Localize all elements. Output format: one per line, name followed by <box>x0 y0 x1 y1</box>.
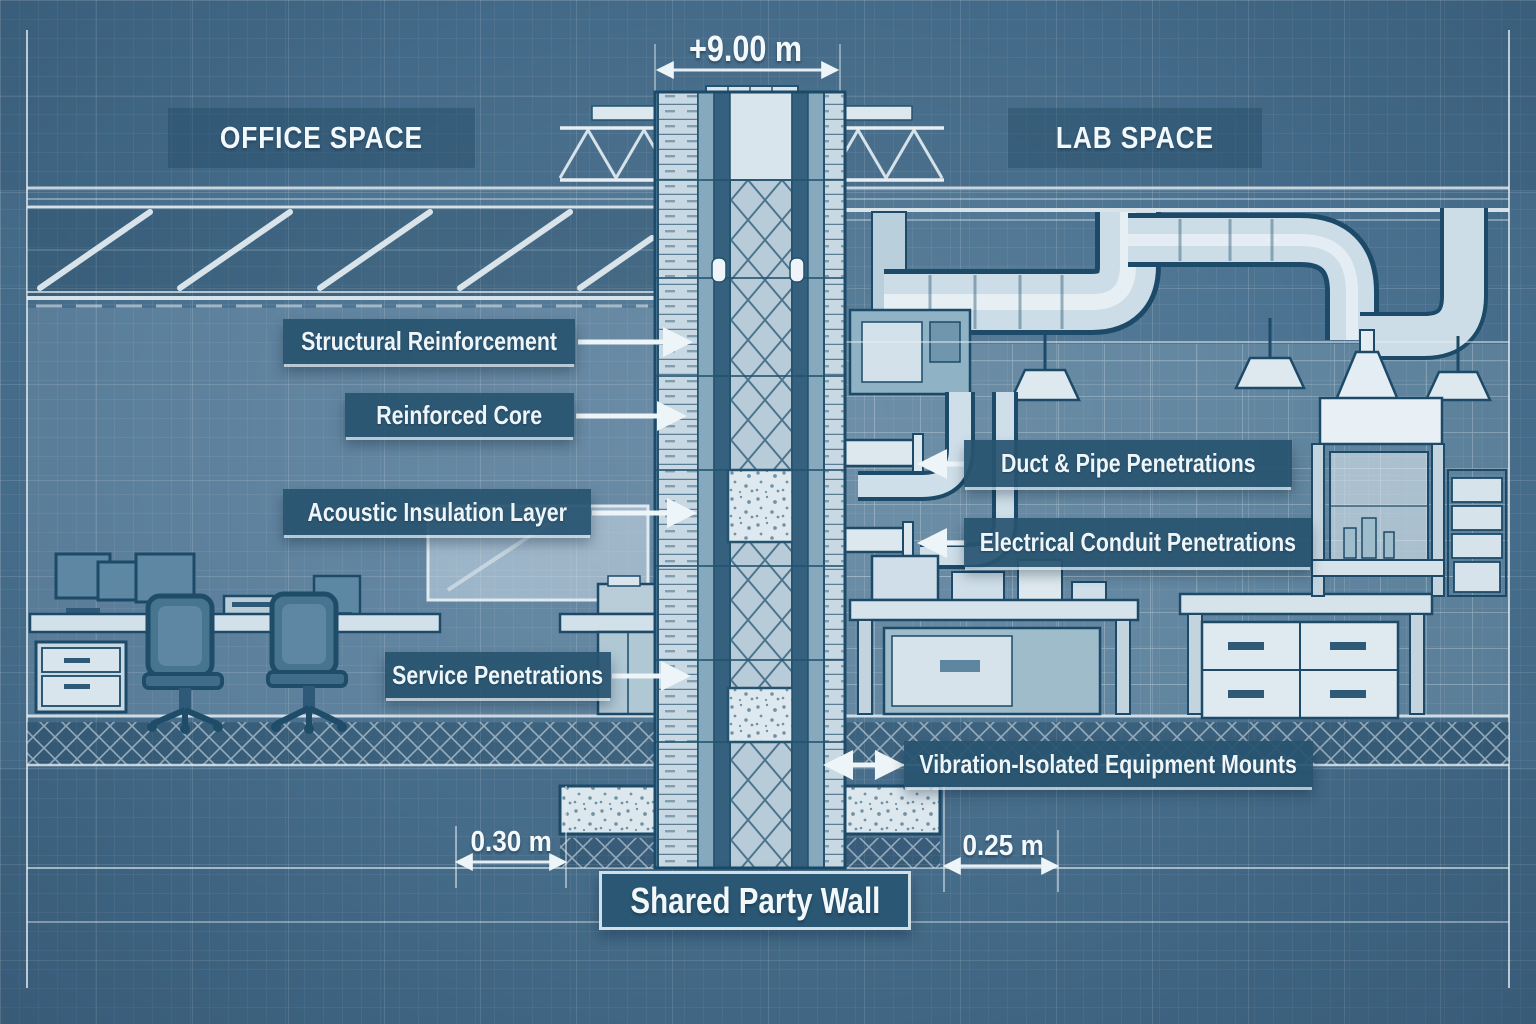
pendant-lamps <box>1009 318 1492 402</box>
dimension-lab-leaf: 0.25 m <box>962 830 1044 862</box>
wall-joints <box>655 179 845 743</box>
lab-shelf <box>1447 469 1507 597</box>
lab-equipment <box>841 329 1507 720</box>
lab-bench-2 <box>1178 592 1434 720</box>
lab-hvac-ducts <box>845 208 1509 402</box>
sheet-title: Shared Party Wall <box>599 871 911 930</box>
callout-structural-reinforcement: Structural Reinforcement <box>283 319 575 364</box>
conduit-penetration <box>841 526 909 554</box>
office-chair-1 <box>142 593 224 734</box>
office-desk <box>28 612 442 634</box>
callout-service-penetrations: Service Penetrations <box>385 652 611 698</box>
dimension-overall-value: +9.00 m <box>688 28 803 69</box>
dimension-overall: +9.00 m <box>648 28 843 70</box>
file-cabinet <box>34 640 128 714</box>
callout-reinforced-core: Reinforced Core <box>345 393 574 437</box>
callout-vibration-isolated-mounts: Vibration-Isolated Equipment Mounts <box>904 741 1313 787</box>
ceiling-struts <box>37 209 655 291</box>
callout-electrical-conduit-penetrations: Electrical Conduit Penetrations <box>964 518 1311 567</box>
lab-bench-1 <box>848 554 1140 716</box>
duct-rings-2 <box>1178 219 1274 261</box>
callout-duct-pipe-penetrations: Duct & Pipe Penetrations <box>964 440 1292 487</box>
zone-label-office: OFFICE SPACE <box>168 108 475 168</box>
dimension-lines-bottom <box>454 786 1060 892</box>
callout-arrows <box>576 327 966 780</box>
office-chair-2 <box>266 591 348 734</box>
zone-label-lab: LAB SPACE <box>1008 108 1262 168</box>
pipe-penetration <box>841 438 919 468</box>
office-ceiling <box>27 205 658 300</box>
fume-hood <box>1311 329 1445 597</box>
dimension-office-leaf: 0.30 m <box>470 826 552 858</box>
callout-acoustic-insulation-layer: Acoustic Insulation Layer <box>283 489 591 535</box>
desk-monitors <box>54 552 658 620</box>
party-wall <box>653 90 847 870</box>
